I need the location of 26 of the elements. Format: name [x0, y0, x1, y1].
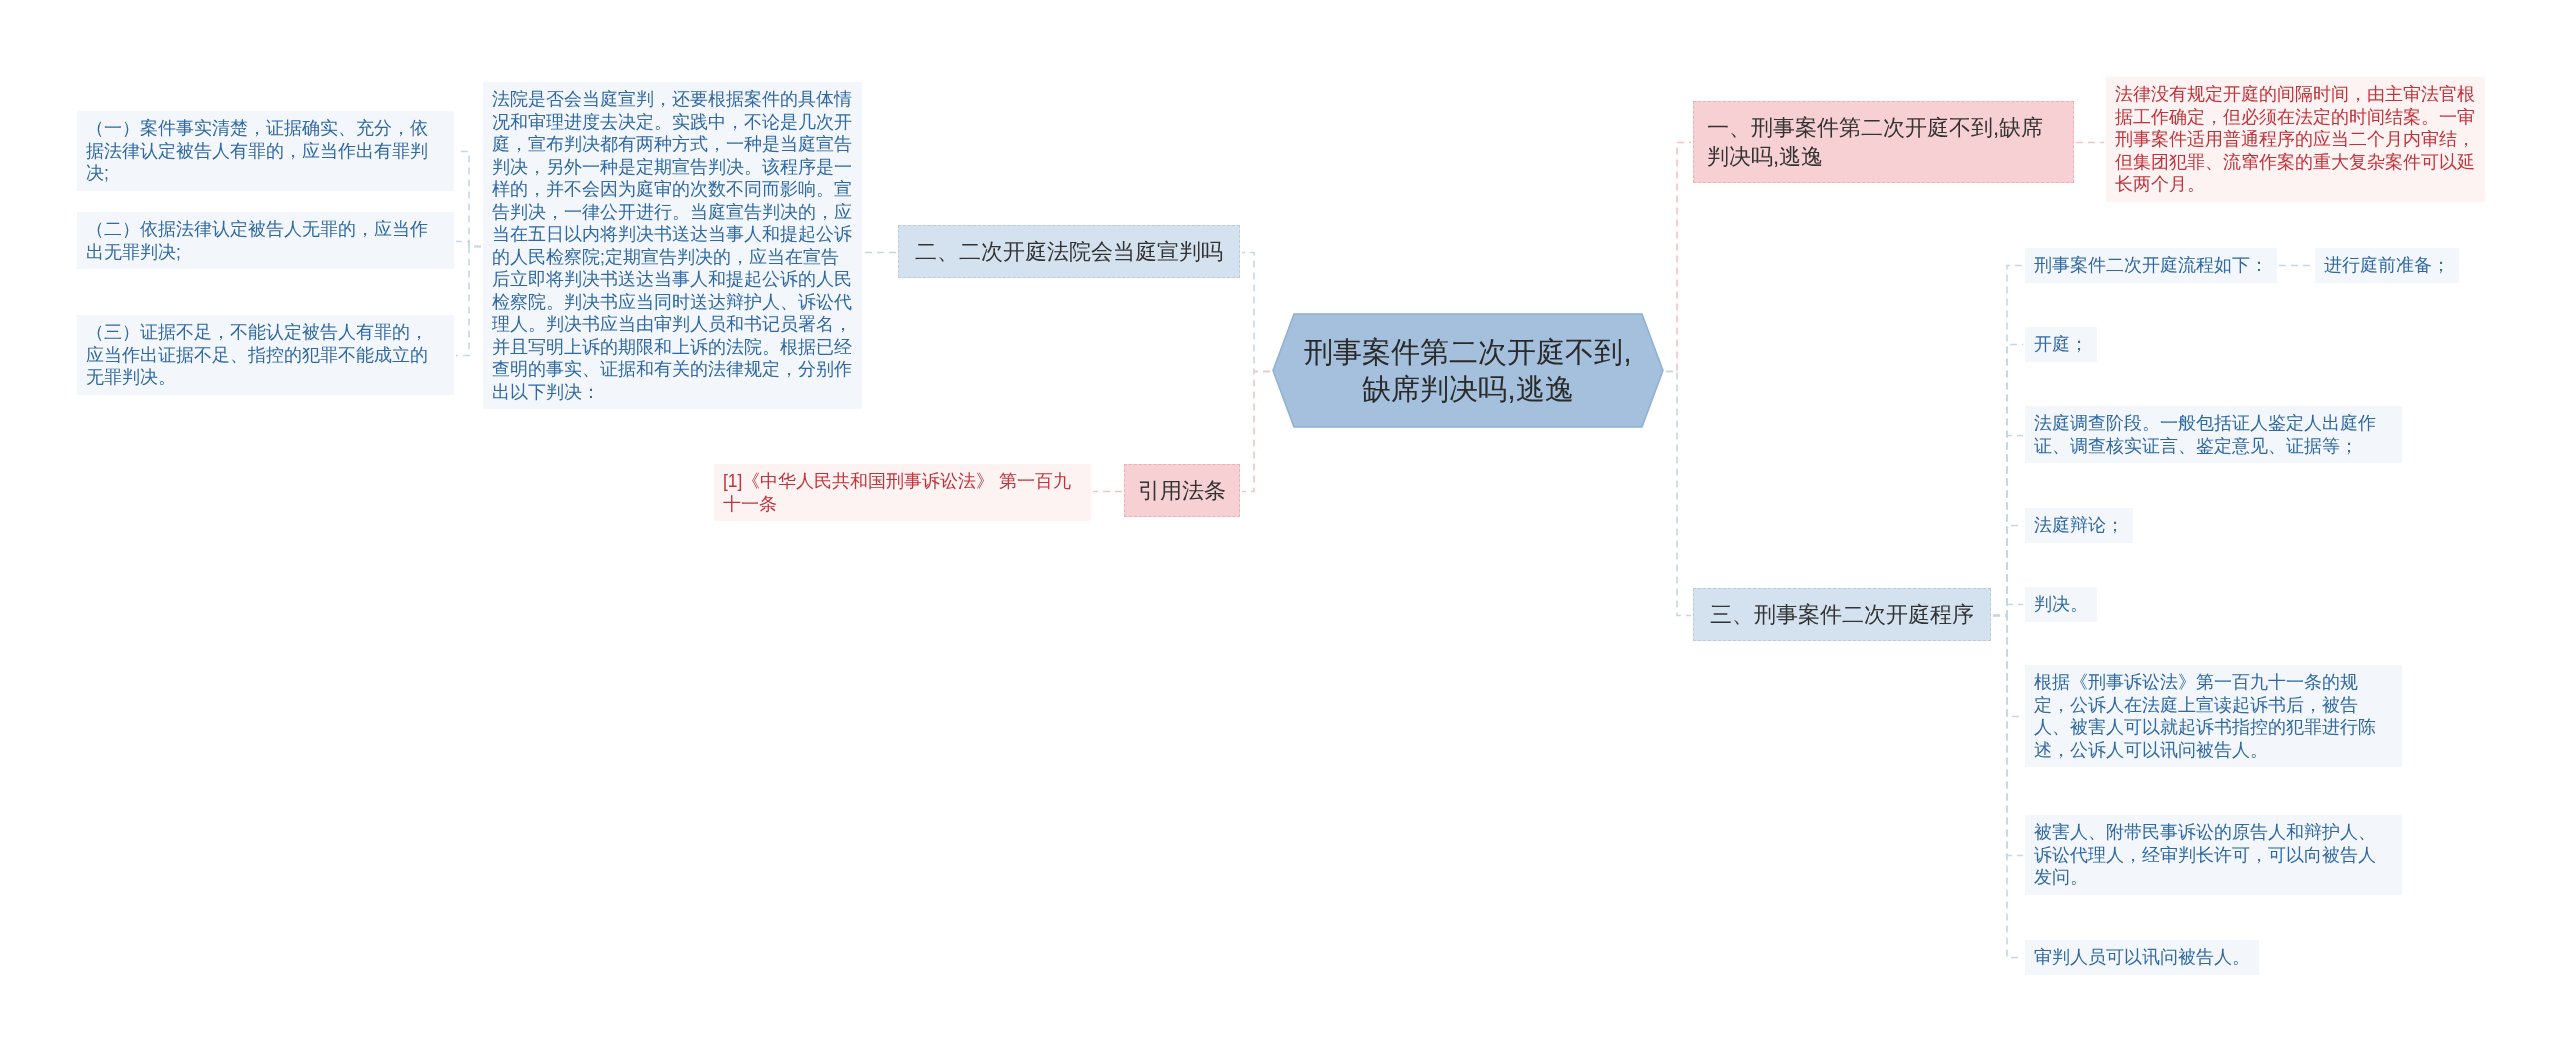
connector-line: [1092, 490, 1123, 493]
text-box: 进行庭前准备；: [2315, 248, 2459, 283]
connector-line: [2075, 141, 2105, 144]
text-box: （一）案件事实清楚，证据确实、充分，依据法律认定被告人有罪的，应当作出有罪判决;: [77, 111, 454, 191]
connector-line: [863, 251, 897, 254]
text-box: 法庭调查阶段。一般包括证人鉴定人出庭作证、调查核实证言、鉴定意见、证据等；: [2025, 406, 2402, 463]
text-box: （二）依据法律认定被告人无罪的，应当作出无罪判决;: [77, 212, 454, 269]
topic-box: 二、二次开庭法院会当庭宣判吗: [898, 225, 1240, 278]
topic-box: 引用法条: [1124, 464, 1240, 517]
text-box: 开庭；: [2025, 327, 2097, 362]
connector-line: [1665, 370, 1692, 617]
connector-line: [1241, 370, 1271, 493]
topic-box: 三、刑事案件二次开庭程序: [1693, 588, 1991, 641]
text-box: 法院是否会当庭宣判，还要根据案件的具体情况和审理进度去决定。实践中，不论是几次开庭，宣布判决都有两种方式，一种是当庭宣告判决，另外一种是定期宣告判决。该程序是一样的，并不会因为庭审的次数不同而影响。宣告判决，一律公开进行。当庭宣告判决的，应当在五日以内将判决书送达当事人和提起公诉的人民检察院;定期宣告判决的，应当在宣告后立即将判决书送达当事人和提起公诉的人民检察院。判决书应当同时送达辩护人、诉讼代理人。判决书应当由审判人员和书记员署名，并且写明上诉的期限和上诉的法院。根据已经查明的事实、证据和有关的法律规定，分别作出以下判决：: [483, 82, 862, 409]
topic-hexagon: 刑事案件第二次开庭不到,缺席判决吗,逃逸: [1272, 313, 1664, 428]
text-box: 根据《刑事诉讼法》第一百九十一条的规定，公诉人在法庭上宣读起诉书后，被告人、被害人可以就起诉书指控的犯罪进行陈述，公诉人可以讯问被告人。: [2025, 665, 2402, 767]
text-box: 被害人、附带民事诉讼的原告人和辩护人、诉讼代理人，经审判长许可，可以向被告人发问。: [2025, 815, 2402, 895]
text-box: 刑事案件二次开庭流程如下：: [2025, 248, 2277, 283]
topic-box: 一、刑事案件第二次开庭不到,缺席判决吗,逃逸: [1693, 101, 2074, 183]
connector-line: [455, 245, 482, 357]
text-box: [1]《中华人民共和国刑事诉讼法》 第一百九十一条: [714, 464, 1091, 521]
text-box: 法律没有规定开庭的间隔时间，由主审法官根据工作确定，但必须在法定的时间结案。一审刑事案件适用普通程序的应当二个月内审结，但集团犯罪、流窜作案的重大复杂案件可以延长两个月。: [2106, 77, 2485, 202]
text-box: 审判人员可以讯问被告人。: [2025, 940, 2259, 975]
text-box: 法庭辩论；: [2025, 508, 2133, 543]
text-box: （三）证据不足，不能认定被告人有罪的，应当作出证据不足、指控的犯罪不能成立的无罪判决。: [77, 315, 454, 395]
text-box: 判决。: [2025, 587, 2097, 622]
